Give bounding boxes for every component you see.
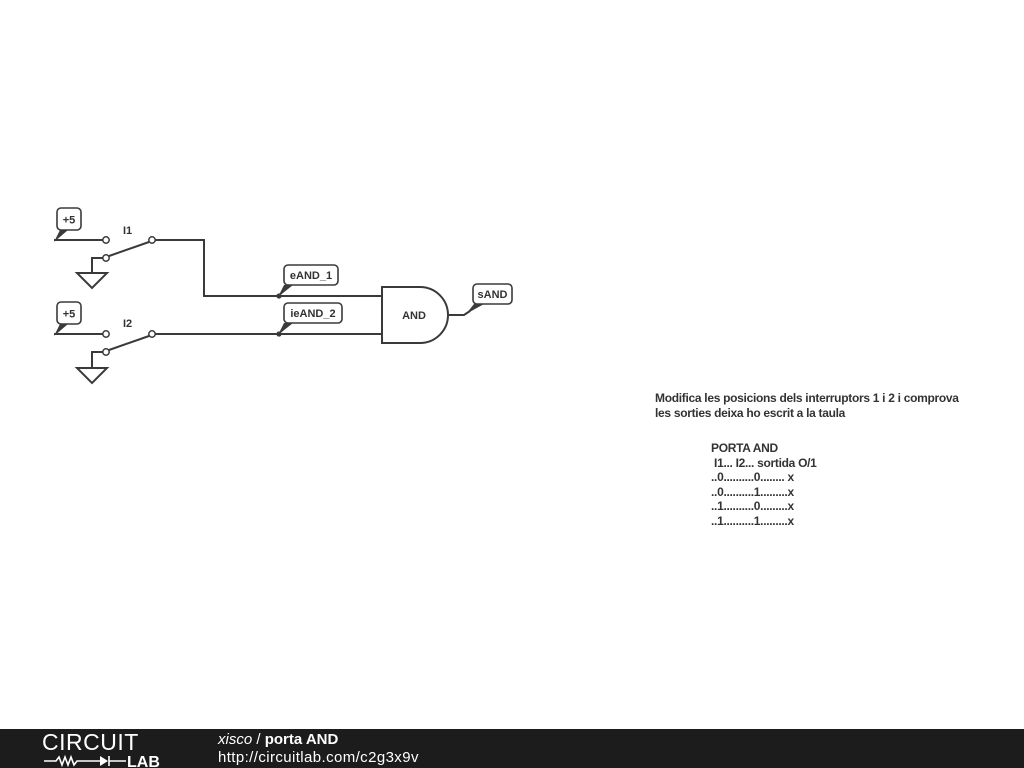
switch-2-contact-a — [102, 330, 110, 338]
switch-1-label: I1 — [123, 225, 132, 237]
ground-symbol-1 — [74, 272, 110, 290]
truth-table: PORTA AND I1... I2... sortida O/1 ..0...… — [711, 441, 995, 528]
logo-text-top: CIRCUIT — [42, 731, 139, 755]
net-label-in1: eAND_1 — [290, 270, 332, 282]
truth-table-header: I1... I2... sortida O/1 — [711, 455, 817, 470]
and-gate-label: AND — [402, 310, 426, 322]
instruction-line-2: les sorties deixa ho escrit a la taula — [655, 406, 846, 420]
truth-table-row: ..1..........0.........x — [711, 499, 794, 513]
circuit-name[interactable]: porta AND — [264, 731, 339, 748]
truth-table-title: PORTA AND — [711, 441, 778, 455]
supply-tag-1[interactable]: +5 — [54, 207, 82, 242]
net-tag-in2[interactable]: ieAND_2 — [278, 302, 343, 335]
footer-bar: CIRCUIT LAB xisco / porta AND http://cir… — [0, 729, 1024, 768]
truth-table-row: ..1..........1.........x — [711, 513, 794, 528]
instruction-line-1: Modifica les posicions dels interruptors… — [655, 391, 959, 405]
switch-2-lever[interactable] — [108, 335, 150, 351]
switch-1-contact-a — [102, 236, 110, 244]
supply-label-2: +5 — [63, 309, 76, 321]
truth-table-row: ..0..........0........ x — [711, 470, 794, 484]
schematic-diagram: +5 I1 +5 I2 eAND_1 — [54, 207, 513, 385]
title-separator: / — [252, 731, 265, 748]
diode-icon — [100, 756, 108, 766]
wire-ground-2 — [91, 351, 103, 367]
ground-symbol-2 — [74, 367, 110, 385]
net-tag-out[interactable]: sAND — [466, 283, 513, 314]
switch-2-common — [148, 330, 156, 338]
switch-1-lever[interactable] — [108, 241, 150, 257]
wire-gate-output — [448, 310, 471, 316]
supply-tag-2[interactable]: +5 — [54, 301, 82, 336]
truth-table-row: ..0..........1.........x — [711, 484, 794, 499]
author-name[interactable]: xisco — [218, 731, 253, 748]
logo-text-bottom: LAB — [127, 754, 160, 767]
wire-switch-1-to-gate — [155, 239, 382, 297]
circuit-url[interactable]: http://circuitlab.com/c2g3x9v — [218, 749, 419, 766]
net-label-out: sAND — [478, 289, 508, 301]
wire-ground-1 — [91, 257, 103, 272]
circuitlab-logo[interactable]: CIRCUIT LAB — [42, 731, 178, 767]
circuit-title: xisco / porta AND — [218, 731, 338, 749]
switch-1-contact-b — [102, 254, 110, 262]
net-label-in2: ieAND_2 — [290, 308, 335, 320]
supply-label-1: +5 — [63, 215, 76, 227]
instructions-note: Modifica les posicions dels interruptors… — [655, 391, 995, 528]
resistor-icon — [44, 754, 100, 767]
switch-2-contact-b — [102, 348, 110, 356]
net-tag-in1[interactable]: eAND_1 — [278, 264, 339, 297]
switch-2-label: I2 — [123, 318, 132, 330]
switch-1-common — [148, 236, 156, 244]
and-gate[interactable] — [381, 286, 449, 344]
